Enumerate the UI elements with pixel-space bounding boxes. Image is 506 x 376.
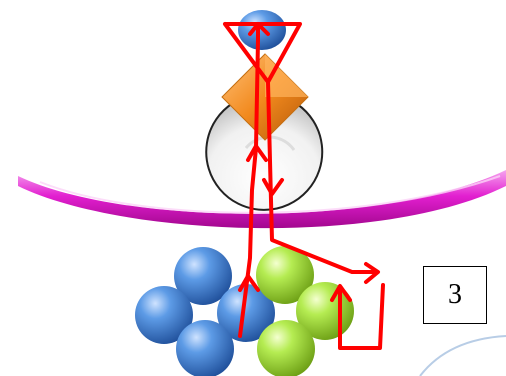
arrowheads (238, 22, 380, 302)
blue-ball (176, 320, 234, 376)
red-path-arrows (223, 22, 385, 350)
blue-ball (174, 247, 232, 305)
arrowhead-down-mid (262, 178, 284, 196)
blue-ball (217, 284, 275, 342)
step-number-box: 3 (423, 266, 487, 324)
green-ball (256, 246, 314, 304)
arrowhead-up-mid (246, 144, 268, 162)
arrowhead-up-low (238, 274, 260, 292)
membrane (18, 170, 506, 229)
step-number: 3 (448, 279, 462, 310)
arrowhead-top (248, 22, 270, 36)
arrowhead-up-right (330, 284, 352, 302)
arrowhead-right (364, 262, 380, 284)
decorative-arc (419, 335, 506, 376)
blue-ball (135, 286, 193, 344)
green-ball (257, 320, 315, 376)
